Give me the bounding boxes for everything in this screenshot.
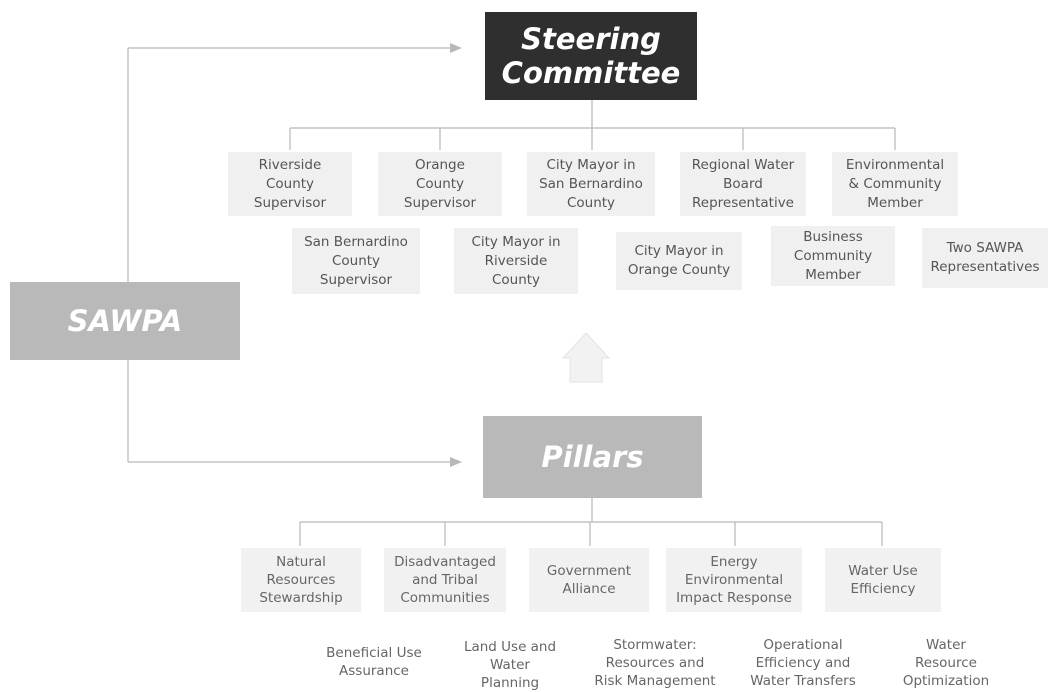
member-regional-water-board: Regional Water Board Representative — [680, 152, 806, 216]
pillar-stormwater-risk-management: Stormwater: Resources and Risk Managemen… — [594, 637, 716, 689]
pillar-disadvantaged-tribal-communities: Disadvantaged and Tribal Communities — [384, 548, 506, 612]
pillar-energy-environmental-impact: Energy Environmental Impact Response — [666, 548, 802, 612]
up-arrow-icon — [561, 332, 611, 383]
pillar-beneficial-use-assurance: Beneficial Use Assurance — [326, 645, 422, 679]
pillar-water-resource-optimization: Water Resource Optimization — [902, 637, 990, 689]
member-orange-county-supervisor: Orange County Supervisor — [378, 152, 502, 216]
sawpa-box: SAWPA — [10, 282, 240, 360]
member-san-bernardino-county-supervisor: San Bernardino County Supervisor — [292, 228, 420, 294]
member-business-community: Business Community Member — [771, 226, 895, 286]
steering-committee-line1: Steering — [521, 22, 661, 56]
pillar-operational-efficiency-transfers: Operational Efficiency and Water Transfe… — [750, 637, 856, 689]
member-city-mayor-orange-county: City Mayor in Orange County — [616, 232, 742, 290]
pillars-box: Pillars — [483, 416, 702, 498]
pillar-natural-resources-stewardship: Natural Resources Stewardship — [241, 548, 361, 612]
member-city-mayor-san-bernardino: City Mayor in San Bernardino County — [527, 152, 655, 216]
sawpa-label: SAWPA — [67, 304, 183, 338]
member-environmental-community: Environmental & Community Member — [832, 152, 958, 216]
pillar-government-alliance: Government Alliance — [529, 548, 649, 612]
pillars-label: Pillars — [541, 440, 644, 474]
member-city-mayor-riverside: City Mayor in Riverside County — [454, 228, 578, 294]
member-riverside-county-supervisor: Riverside County Supervisor — [228, 152, 352, 216]
steering-committee-box: Steering Committee — [485, 12, 697, 100]
steering-committee-line2: Committee — [501, 56, 681, 90]
pillar-land-use-water-planning: Land Use and Water Planning — [463, 639, 557, 691]
pillar-water-use-efficiency: Water Use Efficiency — [825, 548, 941, 612]
member-two-sawpa-representatives: Two SAWPA Representatives — [922, 228, 1048, 288]
